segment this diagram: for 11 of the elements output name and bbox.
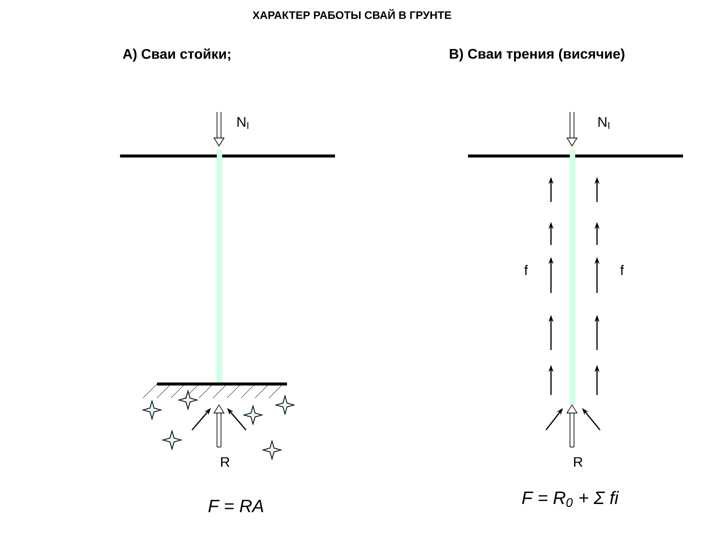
heading: А) Сваи стойки;: [122, 48, 230, 62]
force-label: N$_{I}$: [238, 117, 248, 129]
force-label: R: [221, 457, 230, 467]
title: ХАРАКТЕР РАБОТЫ СВАЙ В ГРУНТЕ: [252, 8, 452, 19]
heading: В) Сваи трения (висячие): [450, 48, 624, 62]
force-label: f: [524, 264, 528, 276]
force-label: N$_{I}$: [598, 117, 610, 129]
formula: F = RA: [208, 500, 264, 512]
force-label: f: [620, 264, 624, 276]
force-label: R: [574, 457, 582, 467]
formula: F = R$_{0}$ + Σ fi: [522, 491, 619, 507]
